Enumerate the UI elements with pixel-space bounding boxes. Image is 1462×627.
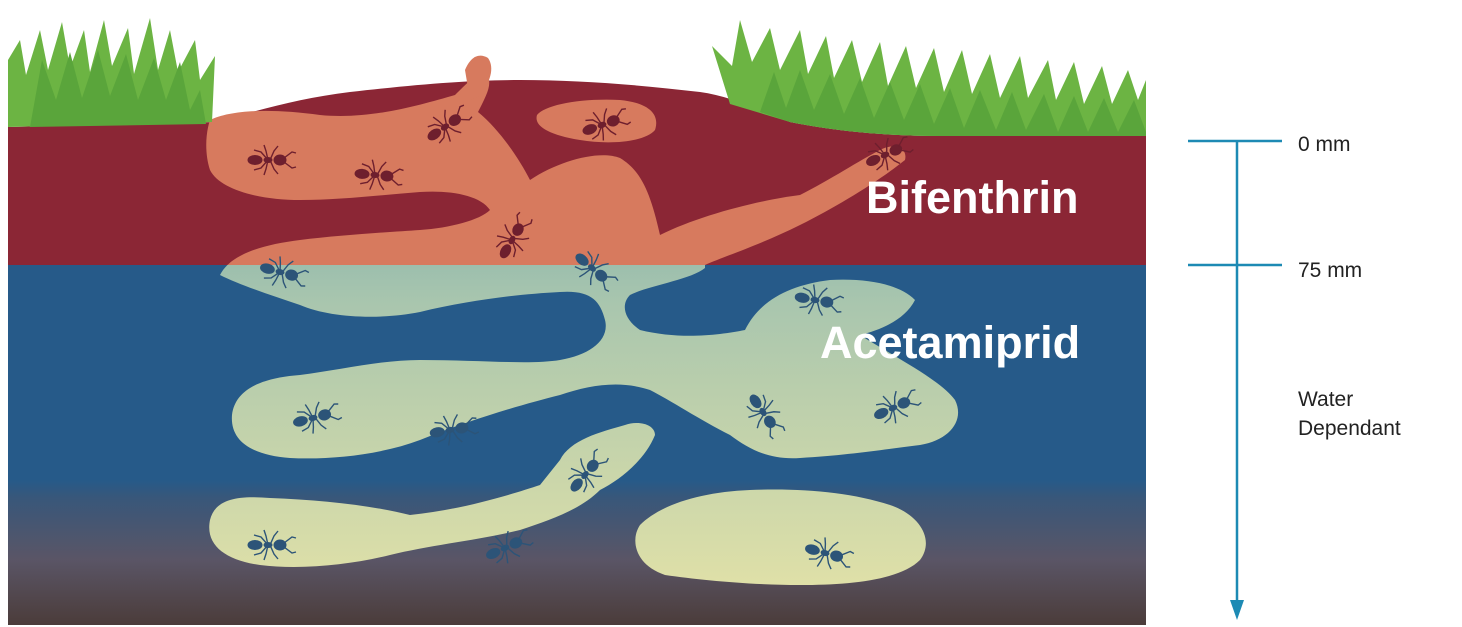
scale-label-75mm: 75 mm <box>1298 259 1362 282</box>
depth-arrow-head <box>1230 600 1244 620</box>
depth-scale <box>1188 141 1282 620</box>
grass-left <box>8 18 215 127</box>
dependant-line: Dependant <box>1298 417 1401 440</box>
scale-label-0mm: 0 mm <box>1298 133 1351 156</box>
acetamiprid-label: Acetamiprid <box>820 317 1080 368</box>
scale-label-water-dependant: Water Dependant <box>1298 388 1401 440</box>
bifenthrin-label: Bifenthrin <box>866 172 1078 223</box>
water-line: Water <box>1298 388 1353 411</box>
